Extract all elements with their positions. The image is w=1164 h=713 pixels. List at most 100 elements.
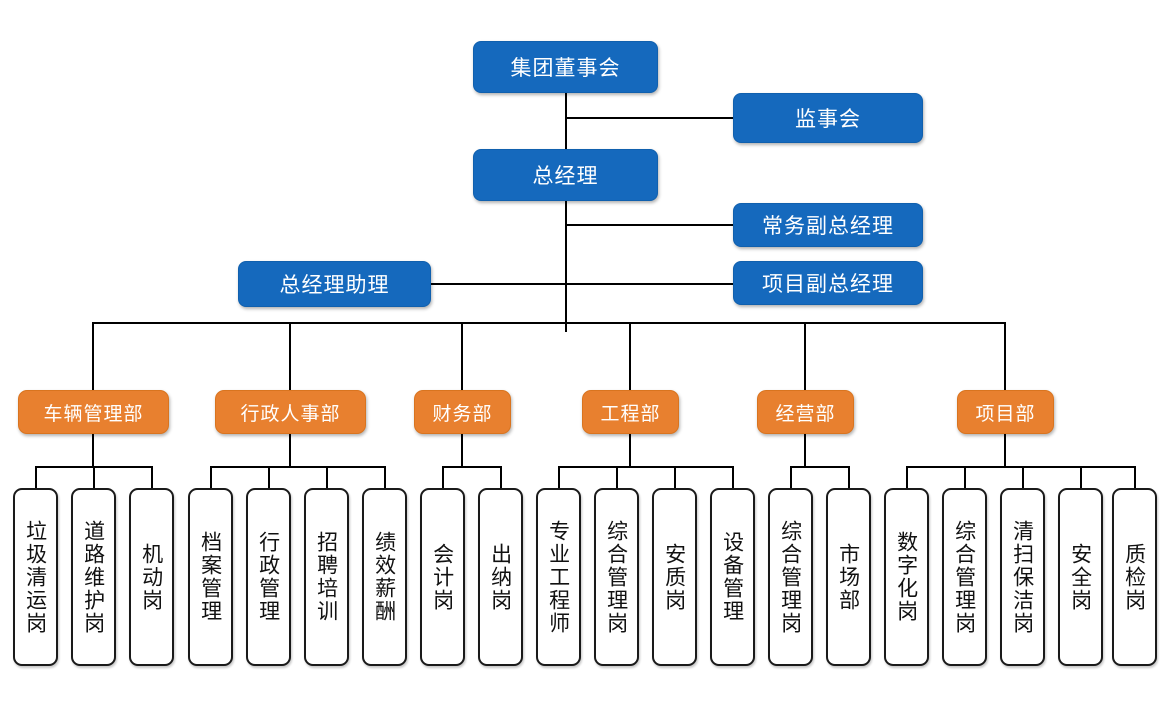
position-node-label: 出纳岗 — [488, 542, 513, 612]
connector-bus-dept-5 — [905, 466, 1136, 468]
node-assistant-manager-label: 总经理助理 — [279, 274, 390, 297]
connector-drop-dept-1 — [289, 322, 291, 390]
department-node-5[interactable]: 项目部 — [957, 390, 1054, 434]
connector-stem-dept-4 — [804, 434, 806, 466]
department-node-label: 车辆管理部 — [43, 403, 144, 425]
position-node-11[interactable]: 安质岗 — [652, 488, 697, 666]
connector-board-to-gm — [565, 93, 567, 149]
connector-drop-dept-0-pos-0 — [34, 466, 37, 488]
connector-drop-dept-0-pos-2 — [150, 466, 153, 488]
position-node-label: 综合管理岗 — [778, 519, 803, 635]
node-executive-vice-manager-label: 常务副总经理 — [762, 215, 894, 238]
position-node-label: 档案管理 — [198, 531, 223, 623]
node-executive-vice-manager[interactable]: 常务副总经理 — [733, 203, 923, 247]
connector-stem-dept-1 — [289, 434, 291, 466]
position-node-label: 专业工程师 — [546, 519, 571, 635]
connector-drop-dept-1-pos-1 — [267, 466, 270, 488]
position-node-label: 清扫保洁岗 — [1010, 519, 1035, 635]
connector-drop-dept-3-pos-1 — [615, 466, 618, 488]
position-node-0[interactable]: 垃圾清运岗 — [13, 488, 58, 666]
department-node-3[interactable]: 工程部 — [582, 390, 679, 434]
connector-drop-dept-3-pos-0 — [557, 466, 560, 488]
connector-drop-dept-5-pos-2 — [1021, 466, 1024, 488]
position-node-8[interactable]: 出纳岗 — [478, 488, 523, 666]
connector-gm-trunk — [565, 201, 567, 332]
connector-department-bus — [92, 322, 1006, 324]
connector-stem-dept-2 — [461, 434, 463, 466]
connector-drop-dept-3 — [629, 322, 631, 390]
position-node-18[interactable]: 安全岗 — [1058, 488, 1103, 666]
node-general-manager-label: 总经理 — [532, 165, 599, 188]
connector-stem-dept-3 — [629, 434, 631, 466]
connector-drop-dept-1-pos-2 — [325, 466, 328, 488]
connector-drop-dept-4-pos-0 — [789, 466, 792, 488]
department-node-0[interactable]: 车辆管理部 — [18, 390, 169, 434]
position-node-17[interactable]: 清扫保洁岗 — [1000, 488, 1045, 666]
position-node-6[interactable]: 绩效薪酬 — [362, 488, 407, 666]
position-node-4[interactable]: 行政管理 — [246, 488, 291, 666]
department-node-label: 经营部 — [775, 403, 836, 425]
position-node-14[interactable]: 市场部 — [826, 488, 871, 666]
position-node-15[interactable]: 数字化岗 — [884, 488, 929, 666]
connector-bus-dept-4 — [789, 466, 850, 468]
node-project-vice-manager[interactable]: 项目副总经理 — [733, 261, 923, 305]
department-node-label: 行政人事部 — [240, 403, 341, 425]
position-node-19[interactable]: 质检岗 — [1112, 488, 1157, 666]
connector-drop-dept-3-pos-2 — [673, 466, 676, 488]
connector-stem-dept-0 — [92, 434, 94, 466]
connector-gm-to-assistant — [430, 283, 566, 285]
position-node-5[interactable]: 招聘培训 — [304, 488, 349, 666]
position-node-label: 综合管理岗 — [952, 519, 977, 635]
connector-gm-to-exec-vice — [565, 224, 735, 226]
position-node-10[interactable]: 综合管理岗 — [594, 488, 639, 666]
position-node-label: 招聘培训 — [314, 531, 339, 623]
position-node-label: 会计岗 — [430, 542, 455, 612]
node-assistant-manager[interactable]: 总经理助理 — [238, 261, 431, 307]
node-project-vice-manager-label: 项目副总经理 — [762, 273, 894, 296]
connector-drop-dept-4 — [804, 322, 806, 390]
position-node-13[interactable]: 综合管理岗 — [768, 488, 813, 666]
department-node-label: 工程部 — [600, 403, 661, 425]
department-node-1[interactable]: 行政人事部 — [215, 390, 366, 434]
position-node-label: 垃圾清运岗 — [23, 519, 48, 635]
position-node-16[interactable]: 综合管理岗 — [942, 488, 987, 666]
position-node-label: 质检岗 — [1122, 542, 1147, 612]
department-node-2[interactable]: 财务部 — [414, 390, 511, 434]
connector-drop-dept-0 — [92, 322, 94, 390]
connector-bus-dept-1 — [209, 466, 386, 468]
connector-drop-dept-2 — [461, 322, 463, 390]
department-node-label: 项目部 — [975, 403, 1036, 425]
connector-drop-dept-5-pos-1 — [963, 466, 966, 488]
connector-drop-dept-3-pos-3 — [731, 466, 734, 488]
node-board-label: 集团董事会 — [510, 57, 621, 80]
position-node-9[interactable]: 专业工程师 — [536, 488, 581, 666]
connector-bus-dept-2 — [441, 466, 502, 468]
connector-drop-dept-0-pos-1 — [92, 466, 95, 488]
connector-drop-dept-5-pos-4 — [1133, 466, 1136, 488]
position-node-label: 设备管理 — [720, 531, 745, 623]
connector-drop-dept-5-pos-0 — [905, 466, 908, 488]
position-node-label: 综合管理岗 — [604, 519, 629, 635]
connector-drop-dept-5 — [1004, 322, 1006, 390]
connector-drop-dept-1-pos-0 — [209, 466, 212, 488]
node-supervisory-board-label: 监事会 — [795, 108, 861, 131]
connector-drop-dept-2-pos-0 — [441, 466, 444, 488]
node-general-manager[interactable]: 总经理 — [473, 149, 658, 201]
position-node-label: 市场部 — [836, 542, 861, 612]
connector-bus-dept-3 — [557, 466, 734, 468]
position-node-7[interactable]: 会计岗 — [420, 488, 465, 666]
node-supervisory-board[interactable]: 监事会 — [733, 93, 923, 143]
connector-stem-dept-5 — [1004, 434, 1006, 466]
position-node-1[interactable]: 道路维护岗 — [71, 488, 116, 666]
connector-drop-dept-1-pos-3 — [383, 466, 386, 488]
department-node-4[interactable]: 经营部 — [757, 390, 854, 434]
position-node-label: 数字化岗 — [894, 531, 919, 623]
connector-gm-to-project-vice — [565, 283, 735, 285]
position-node-2[interactable]: 机动岗 — [129, 488, 174, 666]
node-board[interactable]: 集团董事会 — [473, 41, 658, 93]
position-node-3[interactable]: 档案管理 — [188, 488, 233, 666]
connector-drop-dept-2-pos-1 — [499, 466, 502, 488]
position-node-12[interactable]: 设备管理 — [710, 488, 755, 666]
position-node-label: 机动岗 — [139, 542, 164, 612]
